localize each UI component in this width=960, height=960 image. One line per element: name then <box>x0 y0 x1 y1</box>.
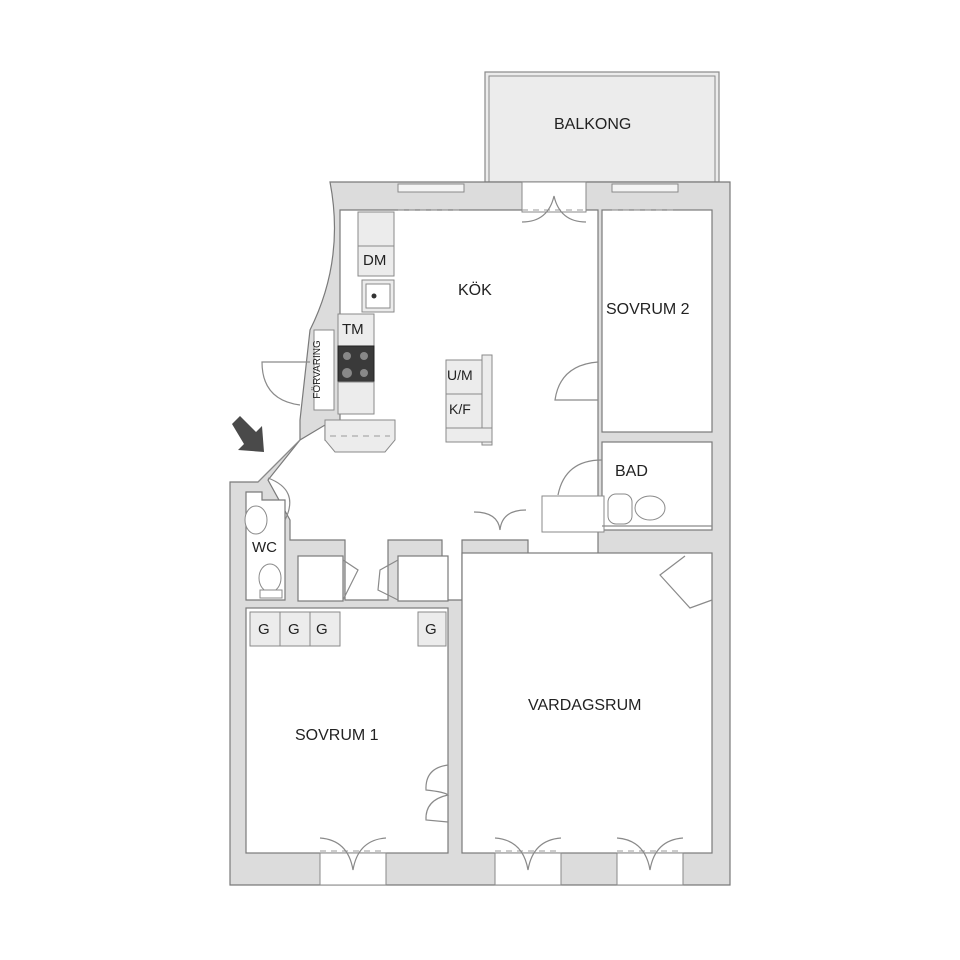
label-vardagsrum: VARDAGSRUM <box>528 697 642 714</box>
label-sovrum1: SOVRUM 1 <box>295 727 379 744</box>
bad-fixtures <box>541 493 712 533</box>
french-doors-bottom[interactable] <box>319 837 684 886</box>
label-g3: G <box>316 621 328 638</box>
sovrum1-door[interactable] <box>425 764 450 823</box>
label-forvaring: FÖRVARING <box>311 340 323 399</box>
label-balkong: BALKONG <box>554 116 632 133</box>
closet-door-left[interactable] <box>342 559 359 601</box>
label-bad: BAD <box>615 463 648 480</box>
wc-fixtures <box>244 477 291 599</box>
bad-door[interactable] <box>557 459 603 496</box>
kitchen-island <box>445 354 493 446</box>
balcony <box>484 71 720 183</box>
closet-door-right[interactable] <box>377 559 399 601</box>
label-kf: K/F <box>449 401 471 417</box>
label-sovrum2: SOVRUM 2 <box>606 301 690 318</box>
vardagsrum-door[interactable] <box>473 509 527 531</box>
label-kok: KÖK <box>458 282 492 299</box>
wardrobes <box>249 611 447 647</box>
kitchen-counter <box>324 211 396 453</box>
sovrum2-door[interactable] <box>554 361 599 401</box>
rooms <box>245 209 713 854</box>
entrance-arrow-icon <box>232 416 264 452</box>
label-um: U/M <box>447 367 473 383</box>
corner-cabinet <box>659 555 713 609</box>
entrance-door[interactable] <box>257 439 301 483</box>
label-tm: TM <box>342 321 364 338</box>
label-g2: G <box>288 621 300 638</box>
balcony-door[interactable] <box>521 181 587 223</box>
label-dm: DM <box>363 252 387 269</box>
label-wc: WC <box>252 539 277 556</box>
windows-top <box>397 183 679 211</box>
forvaring-storage <box>261 329 335 411</box>
label-g4: G <box>425 621 437 638</box>
label-g1: G <box>258 621 270 638</box>
